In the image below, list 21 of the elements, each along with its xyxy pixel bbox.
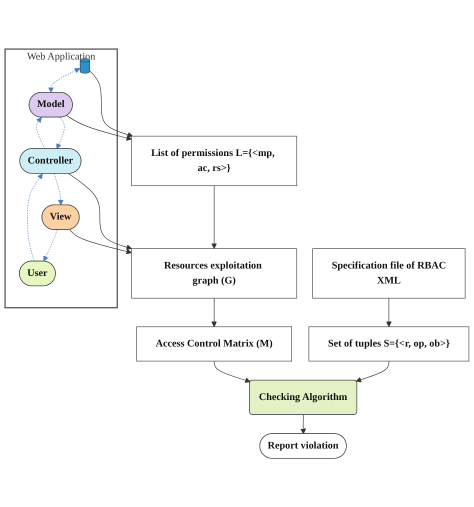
arrow [211,185,217,249]
arrow [214,360,251,383]
arrow [68,173,132,250]
arrow [66,115,132,140]
arrow [211,298,217,327]
node-box: List of permissions L={<mp, ac, rs>} [131,136,298,186]
node-box: Specification file of RBAC XML [312,248,466,298]
arrow [48,68,80,93]
node-box: Set of tuples S={<r, op, ob>} [308,326,470,362]
arrow [43,229,58,262]
arrow [27,173,43,262]
arrow [56,116,65,149]
arrow [70,229,132,254]
arrow [36,116,46,149]
node-box: Resources exploitation graph (G) [131,248,298,298]
arrow [89,70,133,138]
arrow [356,360,390,382]
arrow [300,414,306,434]
arrow [54,173,64,206]
arrow [386,298,392,327]
node-box: Access Control Matrix (M) [136,326,292,362]
